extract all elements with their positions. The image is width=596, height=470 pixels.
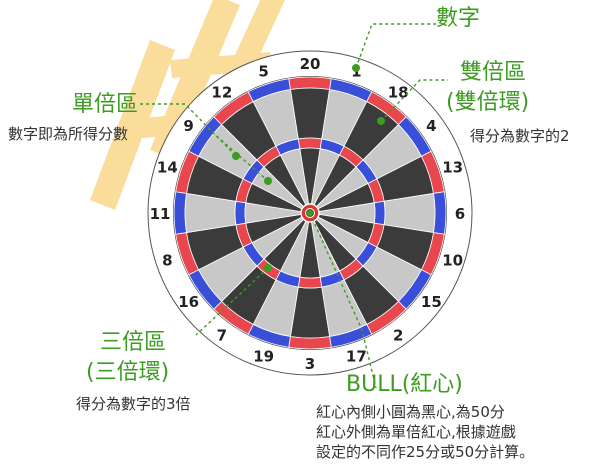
board-number-19: 19	[253, 348, 274, 366]
board-segments	[173, 76, 447, 350]
marker-double	[377, 117, 385, 125]
marker-single-1	[232, 152, 240, 160]
label-triple-desc: 得分為數字的3倍	[76, 395, 191, 413]
leader-single-2	[211, 131, 269, 182]
segment-triple-11	[234, 200, 247, 226]
leader-triple	[195, 267, 269, 336]
segment-triple-3	[297, 276, 323, 289]
markers	[232, 64, 385, 272]
board-number-12: 12	[211, 84, 232, 102]
board-number-2: 2	[393, 326, 403, 344]
board-number-17: 17	[346, 348, 367, 366]
segment-triple-6	[373, 200, 386, 226]
leader-double	[380, 79, 448, 122]
label-bull-title: BULL(紅心)	[346, 372, 463, 397]
board-number-3: 3	[305, 355, 315, 373]
label-bull-desc3: 設定的不同作25分或50分計算。	[316, 443, 535, 461]
board-number-6: 6	[455, 205, 465, 223]
label-double-desc: 得分為數字的2	[470, 127, 570, 145]
leader-single-1	[140, 103, 237, 157]
label-single-desc: 數字即為所得分數	[8, 125, 129, 143]
board-number-20: 20	[300, 55, 321, 73]
board-number-8: 8	[162, 251, 172, 269]
label-triple-title: 三倍區	[100, 330, 167, 355]
board-number-4: 4	[426, 117, 436, 135]
board-number-14: 14	[157, 159, 178, 177]
board-number-15: 15	[421, 293, 442, 311]
label-double-title2: (雙倍環)	[446, 90, 530, 115]
label-bull-desc2: 紅心外側為單倍紅心,根據遊戲	[316, 423, 516, 441]
label-bull-desc1: 紅心內側小圓為黑心,為50分	[316, 403, 505, 421]
marker-number	[352, 64, 360, 72]
label-triple-title2: (三倍環)	[86, 360, 170, 385]
board-number-9: 9	[183, 117, 193, 135]
board-number-18: 18	[388, 84, 409, 102]
board-number-5: 5	[258, 62, 268, 80]
leader-bull	[309, 212, 377, 389]
board-number-16: 16	[178, 293, 199, 311]
marker-bull	[307, 210, 313, 216]
label-double-title: 雙倍區	[460, 60, 527, 85]
board-number-11: 11	[150, 205, 171, 223]
board-number-10: 10	[442, 251, 463, 269]
marker-triple	[264, 264, 272, 272]
board-number-7: 7	[217, 326, 227, 344]
segment-triple-20	[297, 137, 323, 150]
leader-lines	[140, 23, 448, 389]
board-number-13: 13	[442, 159, 463, 177]
label-single-title: 單倍區	[72, 92, 139, 117]
marker-single-2	[264, 177, 272, 185]
label-number-title: 數字	[436, 6, 481, 31]
